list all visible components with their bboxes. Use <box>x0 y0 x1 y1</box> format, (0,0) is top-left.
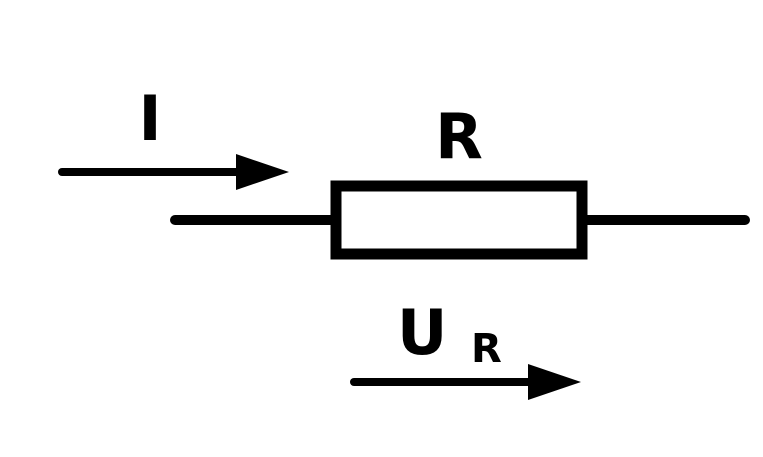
current-label: I <box>138 82 161 155</box>
voltage-arrow-head <box>528 364 581 400</box>
voltage-label-subscript: R <box>471 326 502 372</box>
voltage-label-main: U <box>397 296 447 369</box>
current-arrow-head <box>236 154 289 190</box>
voltage-label: U R <box>397 296 502 372</box>
voltage-arrow <box>350 364 581 400</box>
resistor-label: R <box>435 100 483 173</box>
current-arrow <box>58 154 289 190</box>
resistor-body <box>330 180 588 260</box>
